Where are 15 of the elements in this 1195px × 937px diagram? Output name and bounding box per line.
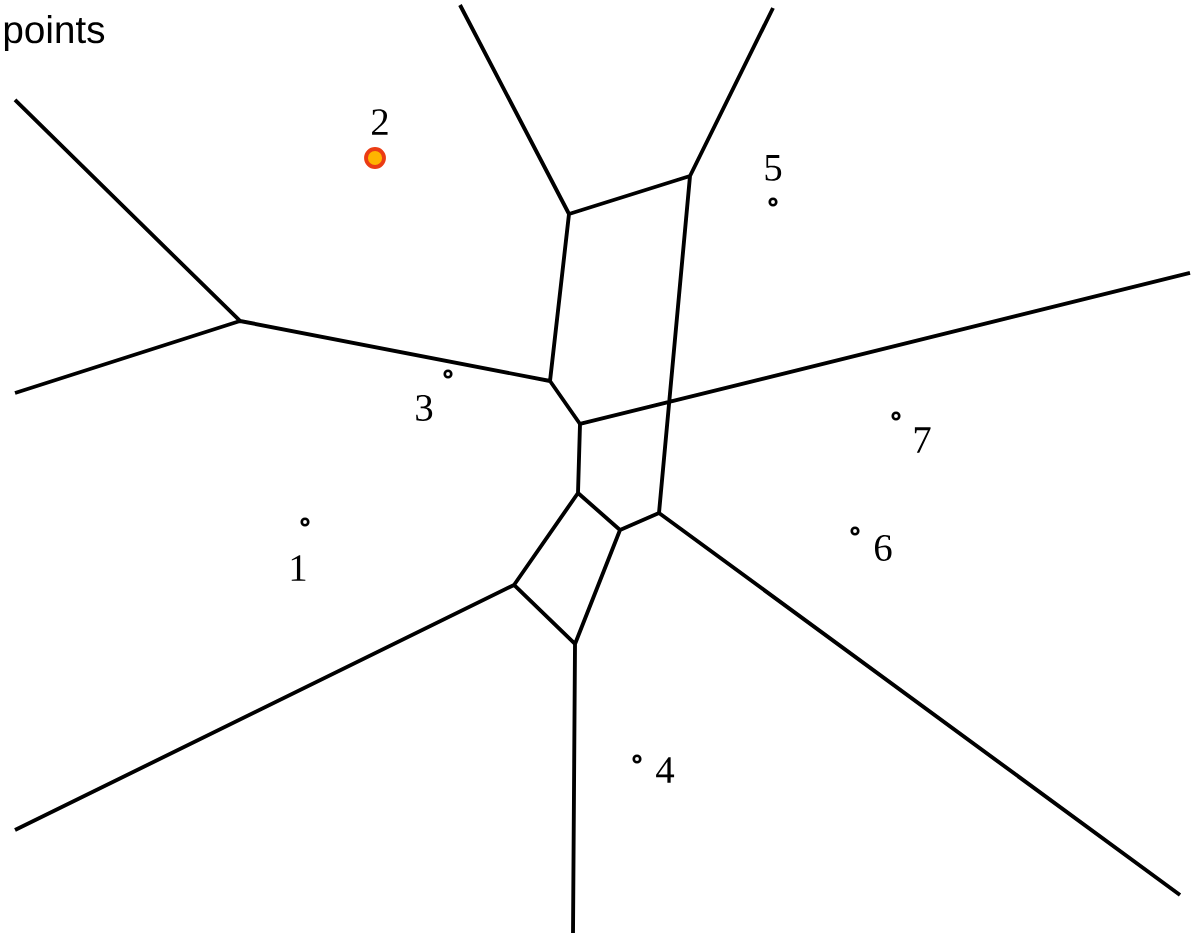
point-number: 4 — [656, 757, 675, 783]
point-number: 3 — [416, 395, 433, 421]
point-marker — [850, 526, 860, 536]
point-marker — [768, 197, 778, 207]
point-marker — [300, 517, 310, 527]
point-marker — [364, 147, 386, 169]
point-marker — [443, 369, 453, 379]
point-number: 6 — [875, 535, 892, 561]
heading-label: points — [4, 14, 105, 51]
point-marker — [891, 411, 901, 421]
point-marker — [632, 754, 642, 764]
point-number: 7 — [914, 427, 931, 453]
point-number: 2 — [372, 109, 388, 135]
point-number: 1 — [291, 555, 306, 581]
point-number: 5 — [765, 155, 782, 181]
